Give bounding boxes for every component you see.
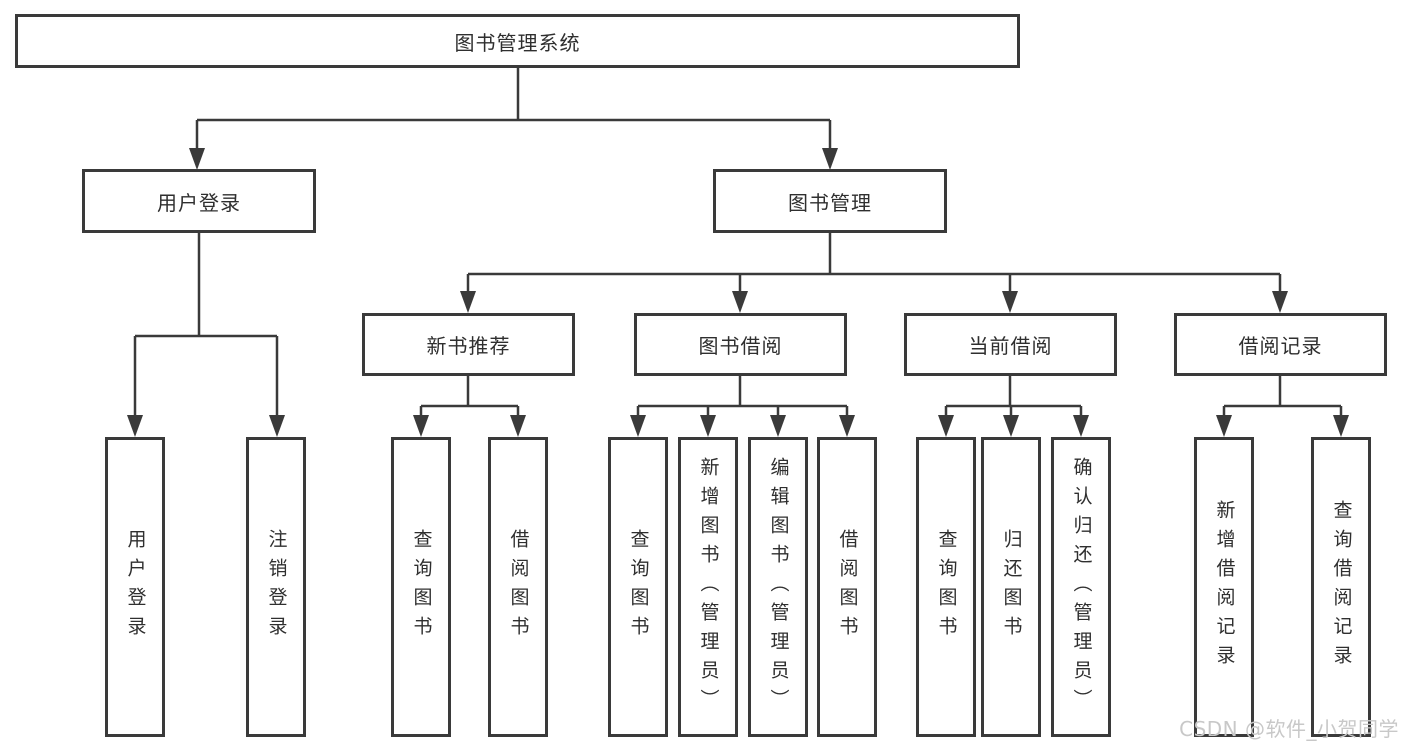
leaf-query-books-borrowing: 查询图书 bbox=[608, 437, 668, 737]
leaf-add-borrow-record-label: 新增借阅记录 bbox=[1213, 500, 1236, 674]
leaf-query-books-recommend: 查询图书 bbox=[391, 437, 451, 737]
leaf-add-book-admin-label: 新增图书（管理员） bbox=[697, 456, 720, 718]
leaf-return-books-label: 归还图书 bbox=[1000, 529, 1023, 645]
node-current-borrowing-label: 当前借阅 bbox=[968, 334, 1053, 358]
node-book-borrowing: 图书借阅 bbox=[634, 313, 847, 376]
leaf-logout-label: 注销登录 bbox=[265, 529, 288, 645]
node-library-system: 图书管理系统 bbox=[15, 14, 1020, 68]
node-new-book-recommend-label: 新书推荐 bbox=[426, 334, 511, 358]
node-book-management-label: 图书管理 bbox=[788, 190, 872, 215]
node-book-management: 图书管理 bbox=[713, 169, 947, 233]
leaf-borrow-books-borrowing-label: 借阅图书 bbox=[836, 529, 859, 645]
connector-book-management-children bbox=[460, 233, 1288, 313]
leaf-query-borrow-record-label: 查询借阅记录 bbox=[1330, 500, 1353, 674]
leaf-confirm-return-admin-label: 确认归还（管理员） bbox=[1070, 456, 1093, 718]
connector-book-borrowing-children bbox=[630, 376, 855, 437]
node-borrow-records: 借阅记录 bbox=[1174, 313, 1387, 376]
leaf-borrow-books-recommend-label: 借阅图书 bbox=[507, 529, 530, 645]
leaf-query-books-borrowing-label: 查询图书 bbox=[627, 529, 650, 645]
leaf-return-books: 归还图书 bbox=[981, 437, 1041, 737]
csdn-watermark: CSDN @软件_小贺同学 bbox=[1179, 717, 1399, 741]
leaf-query-books-recommend-label: 查询图书 bbox=[410, 529, 433, 645]
connector-root-to-level2 bbox=[189, 68, 838, 170]
leaf-add-book-admin: 新增图书（管理员） bbox=[678, 437, 738, 737]
leaf-user-login: 用户登录 bbox=[105, 437, 165, 737]
node-current-borrowing: 当前借阅 bbox=[904, 313, 1117, 376]
connector-new-book-children bbox=[413, 376, 526, 437]
leaf-query-books-current-label: 查询图书 bbox=[935, 529, 958, 645]
node-user-login: 用户登录 bbox=[82, 169, 316, 233]
connector-user-login-children bbox=[127, 233, 285, 437]
leaf-user-login-label: 用户登录 bbox=[124, 529, 147, 645]
node-user-login-label: 用户登录 bbox=[157, 190, 241, 215]
leaf-logout: 注销登录 bbox=[246, 437, 306, 737]
node-new-book-recommend: 新书推荐 bbox=[362, 313, 575, 376]
leaf-edit-book-admin: 编辑图书（管理员） bbox=[748, 437, 808, 737]
leaf-borrow-books-borrowing: 借阅图书 bbox=[817, 437, 877, 737]
connector-current-borrowing-children bbox=[938, 376, 1089, 437]
connector-borrow-records-children bbox=[1216, 376, 1349, 437]
node-library-system-label: 图书管理系统 bbox=[454, 30, 581, 55]
leaf-add-borrow-record: 新增借阅记录 bbox=[1194, 437, 1254, 737]
leaf-query-borrow-record: 查询借阅记录 bbox=[1311, 437, 1371, 737]
node-book-borrowing-label: 图书借阅 bbox=[698, 334, 783, 358]
leaf-confirm-return-admin: 确认归还（管理员） bbox=[1051, 437, 1111, 737]
leaf-query-books-current: 查询图书 bbox=[916, 437, 976, 737]
node-borrow-records-label: 借阅记录 bbox=[1238, 334, 1323, 358]
leaf-edit-book-admin-label: 编辑图书（管理员） bbox=[767, 456, 790, 718]
leaf-borrow-books-recommend: 借阅图书 bbox=[488, 437, 548, 737]
